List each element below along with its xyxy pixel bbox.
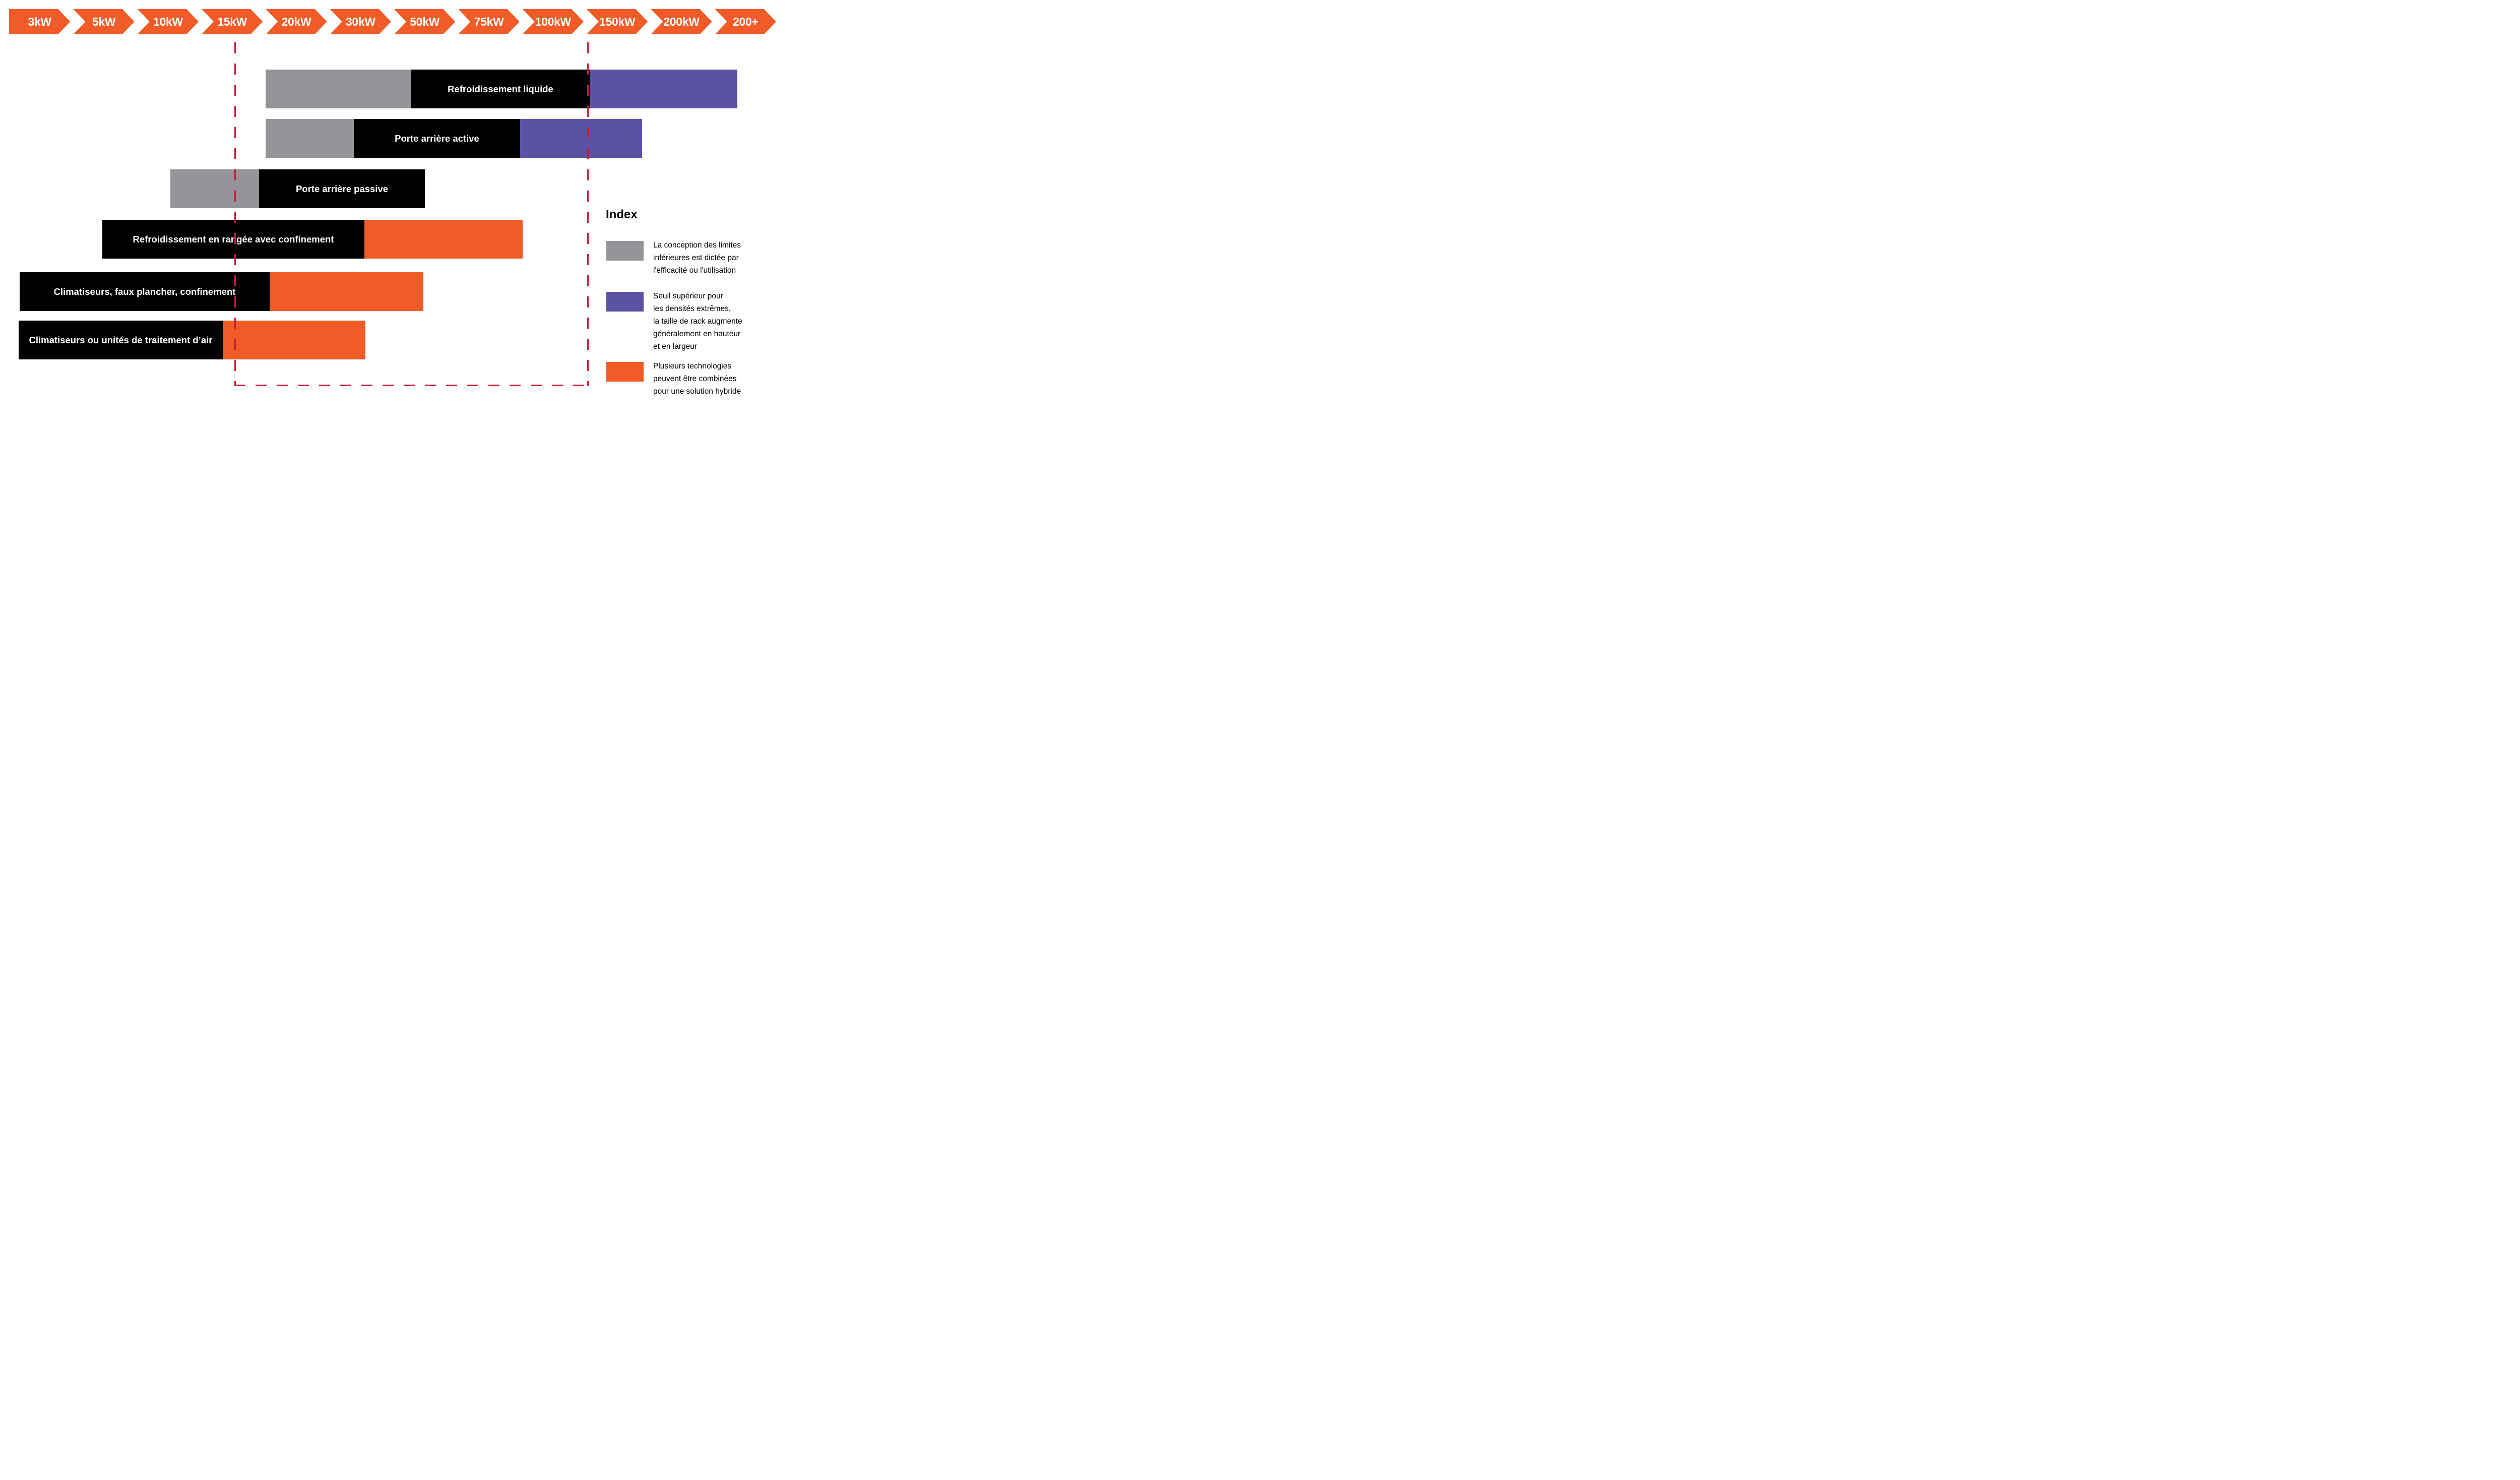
bar-row: Porte arrière active — [266, 119, 642, 158]
bar-label: Climatiseurs ou unités de traitement d’a… — [29, 334, 213, 345]
bar-segment-black: Refroidissement en rangée avec confineme… — [102, 220, 364, 259]
bar-segment-black: Climatiseurs ou unités de traitement d’a… — [19, 321, 223, 359]
power-scale-label: 200kW — [663, 15, 700, 28]
legend-swatch-orange — [606, 362, 644, 382]
chart-canvas: 3kW 5kW 10kW 15kW 20kW 30kW 50kW 75kW 100kW 150kW… — [0, 0, 790, 413]
bar-row: Refroidissement en rangée avec confineme… — [102, 220, 523, 259]
legend-text: Plusieurs technologies peuvent être comb… — [653, 362, 741, 396]
power-scale-segment-100kW: 100kW — [523, 9, 584, 34]
legend-text: Seuil supérieur pour les densités extrêm… — [653, 292, 742, 351]
bar-label: Porte arrière active — [395, 133, 479, 144]
bar-segment-gray — [266, 119, 354, 158]
power-scale-segment-50kW: 50kW — [394, 9, 455, 34]
power-scale-segment-75kW: 75kW — [458, 9, 519, 34]
dashed-boundary-left — [234, 42, 236, 386]
power-scale-label: 15kW — [217, 15, 247, 28]
power-scale-segment-30kW: 30kW — [330, 9, 391, 34]
power-scale-segment-10kW: 10kW — [138, 9, 199, 34]
power-scale-label: 10kW — [153, 15, 183, 28]
power-scale-segment-3kW: 3kW — [9, 9, 70, 34]
bar-label: Porte arrière passive — [295, 183, 389, 194]
power-scale-label: 200+ — [732, 15, 759, 28]
dashed-boundary-right — [587, 42, 589, 386]
power-scale: 3kW 5kW 10kW 15kW 20kW 30kW 50kW 75kW 100kW 150kW… — [9, 9, 776, 34]
bar-segment-black: Refroidissement liquide — [411, 70, 590, 108]
bar-segment-black: Porte arrière active — [354, 119, 520, 158]
power-scale-label: 100kW — [535, 15, 571, 28]
legend-swatch-gray — [606, 241, 644, 261]
bar-segment-black: Porte arrière passive — [259, 169, 425, 208]
power-scale-label: 75kW — [474, 15, 504, 28]
power-scale-segment-150kW: 150kW — [587, 9, 648, 34]
bar-segment-black: Climatiseurs, faux plancher, confinement — [20, 272, 270, 311]
bar-label: Refroidissement en rangée avec confineme… — [133, 233, 334, 244]
bar-segment-gray — [266, 70, 411, 108]
power-scale-segment-15kW: 15kW — [202, 9, 263, 34]
bar-segment-orange — [364, 220, 523, 259]
power-scale-label: 50kW — [410, 15, 440, 28]
power-scale-segment-5kW: 5kW — [73, 9, 134, 34]
bar-segment-orange — [270, 272, 423, 311]
power-scale-segment-200+: 200+ — [715, 9, 776, 34]
bar-label: Refroidissement liquide — [448, 83, 553, 94]
bar-segment-gray — [170, 169, 259, 208]
bar-segment-orange — [223, 321, 365, 359]
dashed-boundary-bottom — [234, 385, 589, 386]
power-scale-segment-20kW: 20kW — [266, 9, 327, 34]
power-scale-label: 5kW — [92, 15, 116, 28]
legend-swatch-purple — [606, 292, 644, 312]
bar-segment-purple — [590, 70, 737, 108]
legend-text: La conception des limites inférieures es… — [653, 241, 741, 275]
power-scale-label: 3kW — [28, 15, 51, 28]
legend-title: Index — [606, 208, 638, 221]
bar-label: Climatiseurs, faux plancher, confinement — [53, 286, 236, 297]
power-scale-label: 30kW — [345, 15, 375, 28]
bar-row: Climatiseurs, faux plancher, confinement — [20, 272, 423, 311]
bar-row: Porte arrière passive — [170, 169, 425, 208]
bar-row: Climatiseurs ou unités de traitement d’a… — [19, 321, 365, 359]
bar-segment-purple — [520, 119, 642, 158]
power-scale-label: 150kW — [599, 15, 636, 28]
power-scale-segment-200kW: 200kW — [651, 9, 712, 34]
power-scale-label: 20kW — [281, 15, 311, 28]
bar-row: Refroidissement liquide — [266, 70, 737, 108]
